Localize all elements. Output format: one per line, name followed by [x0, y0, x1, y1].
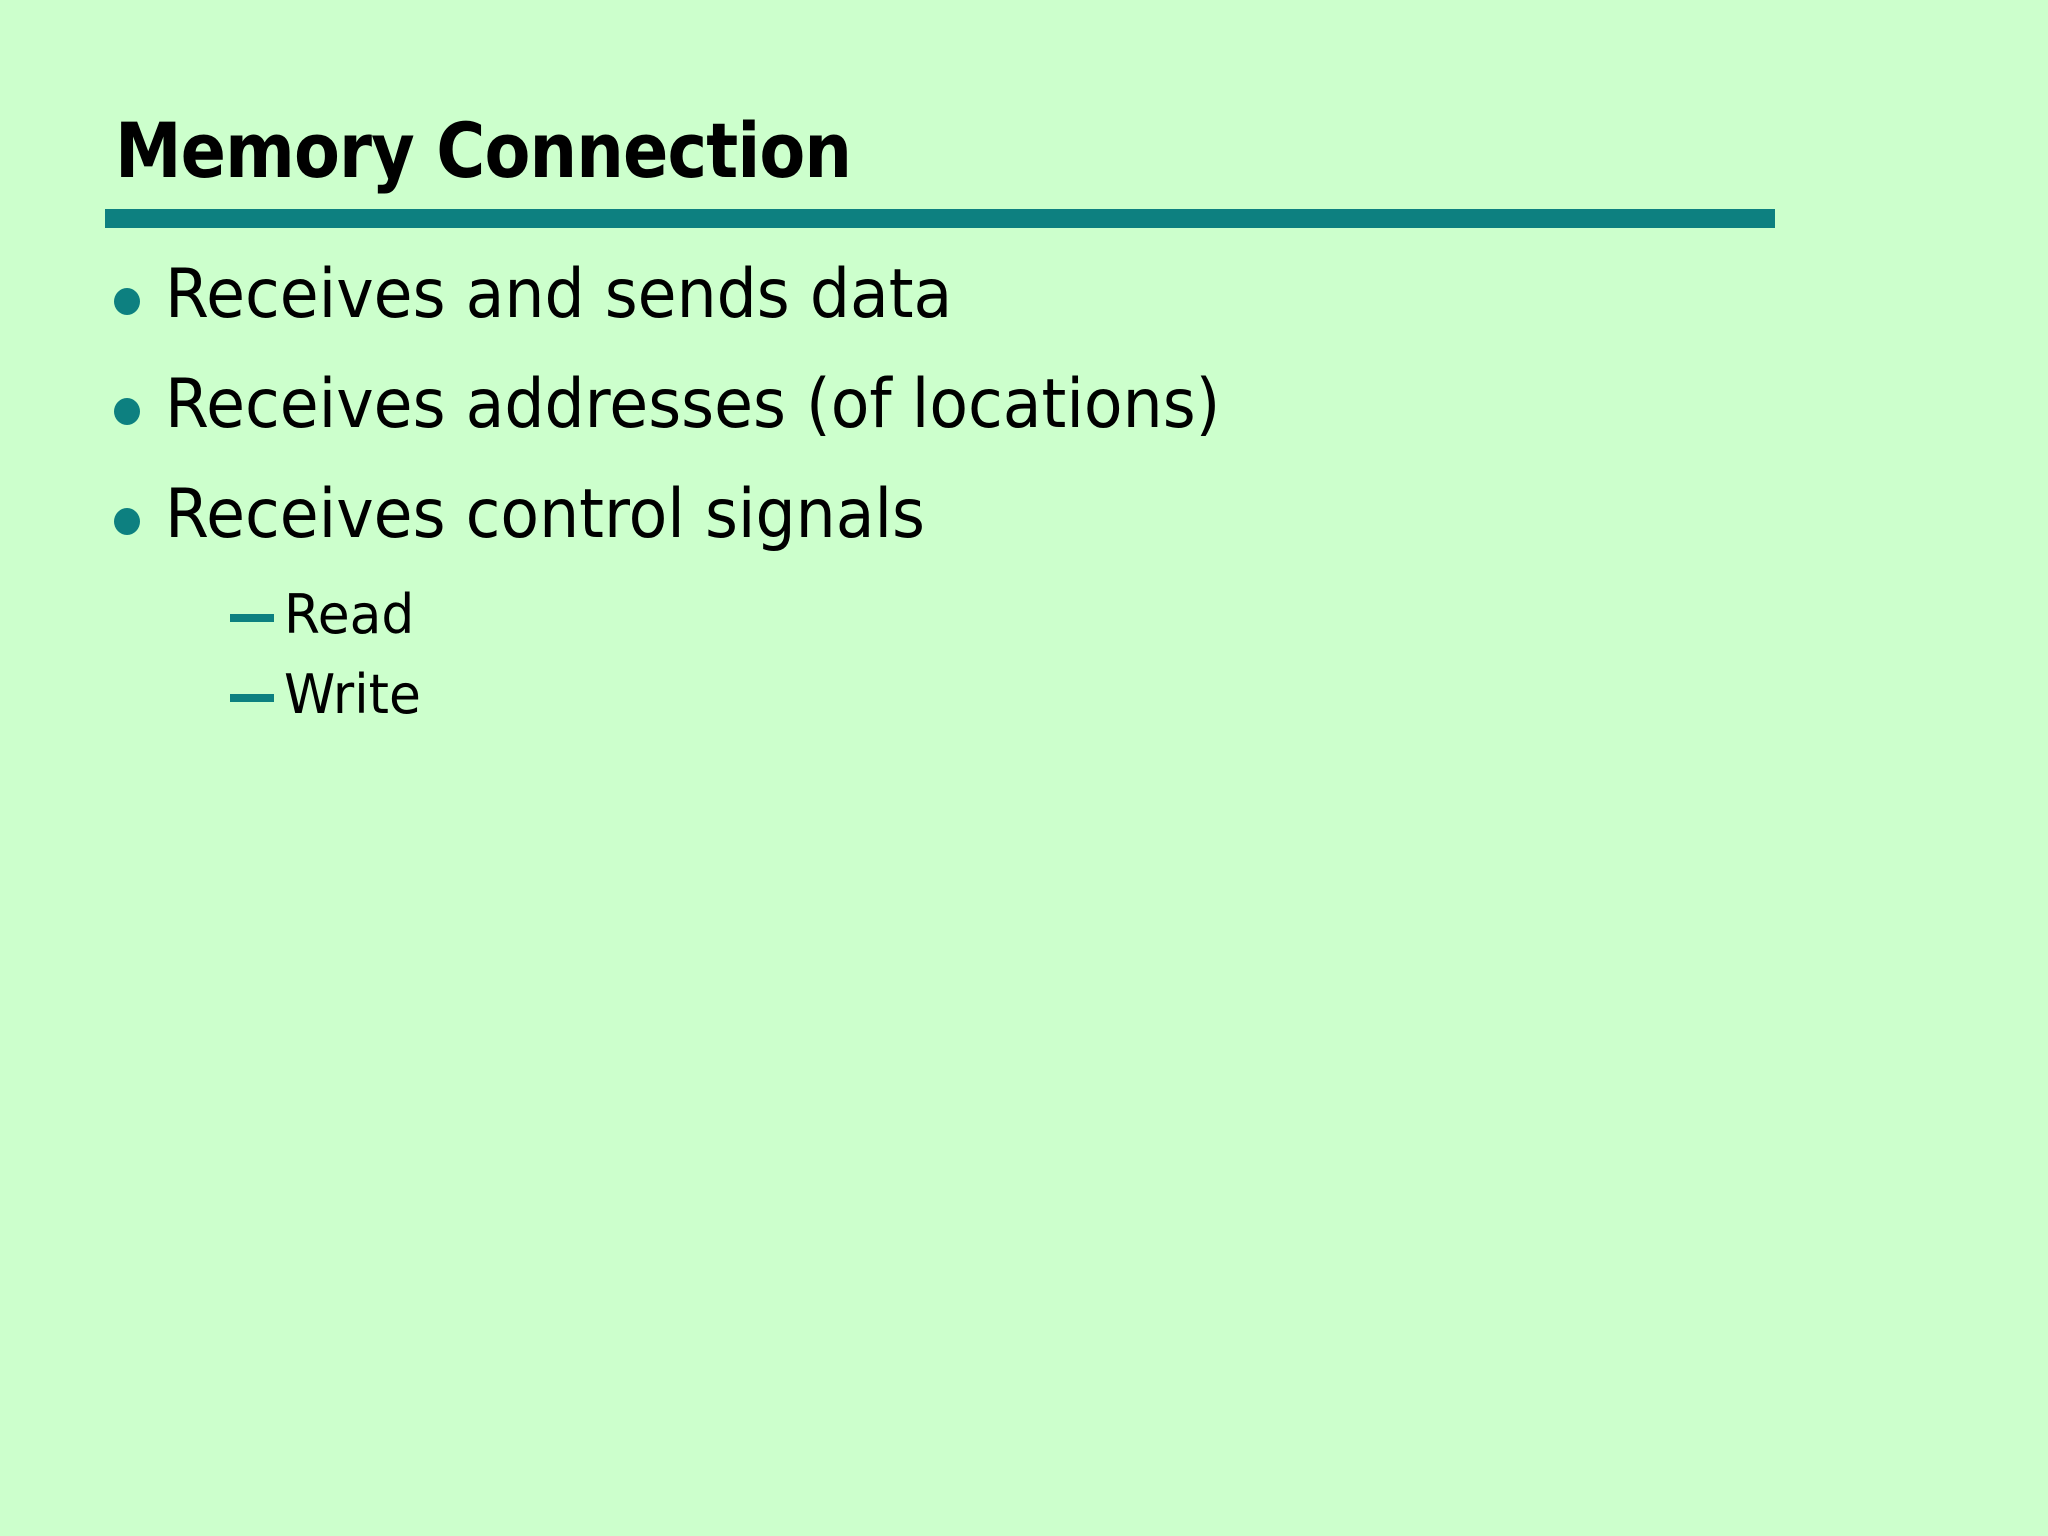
sub-list-item-label: Read — [284, 583, 415, 646]
list-item: Receives control signals — [105, 472, 1905, 558]
list-item-label: Receives and sends data — [165, 255, 953, 334]
title-underline-rule — [105, 209, 1775, 228]
list-item: Receives and sends data — [105, 252, 1905, 338]
slide-body-content: Receives and sends data Receives address… — [105, 252, 1905, 742]
bullet-dot-icon — [105, 252, 140, 338]
bullet-dot-icon — [105, 472, 140, 558]
title-block: Memory Connection — [105, 108, 1777, 194]
sub-list-item: Write — [105, 662, 1905, 728]
list-item-label: Receives control signals — [165, 475, 925, 554]
em-dash-icon — [230, 694, 274, 702]
sub-list-item-label: Write — [284, 663, 421, 726]
page-title: Memory Connection — [115, 106, 852, 195]
em-dash-icon — [230, 614, 274, 622]
sub-list-item: Read — [105, 582, 1905, 648]
bullet-dot-icon — [105, 362, 140, 448]
list-item: Receives addresses (of locations) — [105, 362, 1905, 448]
list-item-label: Receives addresses (of locations) — [165, 365, 1221, 444]
